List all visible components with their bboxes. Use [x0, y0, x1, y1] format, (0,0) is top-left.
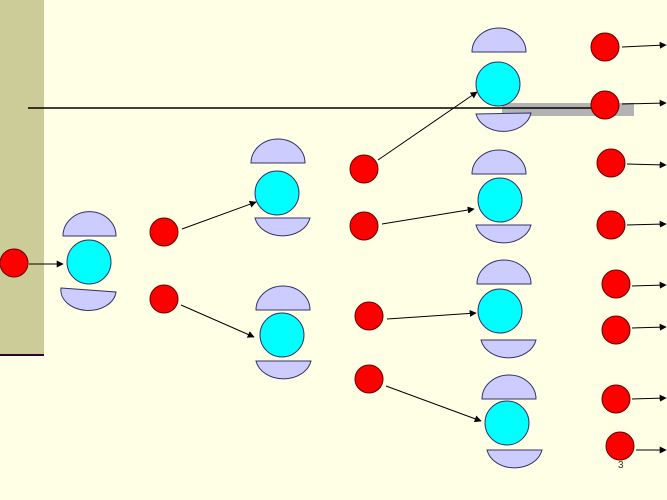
nucleus-icon [477, 288, 523, 334]
nucleus-group [60, 211, 117, 311]
neutron-icon [349, 211, 379, 241]
neutron-path-arrow [631, 394, 667, 402]
nucleus-icon [254, 170, 300, 216]
fission-fragment-icon [475, 224, 532, 244]
neutron-icon [601, 269, 631, 299]
neutron-icon [596, 148, 626, 178]
neutron-icon [590, 32, 620, 62]
nucleus-icon [475, 61, 521, 107]
fission-fragment-icon [480, 339, 537, 359]
fission-fragment-icon [481, 374, 537, 400]
neutron-path-arrow [386, 309, 477, 320]
neutron-path-arrow [181, 200, 257, 230]
nucleus-group [255, 285, 312, 380]
fission-fragment-icon [486, 449, 543, 469]
neutron-path-arrow [626, 161, 667, 169]
neutron-icon [601, 315, 631, 345]
neutron-path-arrow [631, 323, 667, 331]
side-bar [0, 0, 44, 355]
neutron-column [590, 32, 667, 461]
neutron-icon [0, 248, 29, 278]
fission-fragment-icon [471, 149, 527, 175]
fission-fragment-icon [471, 27, 527, 53]
neutron-path-arrow [621, 99, 667, 107]
nucleus-icon [484, 400, 530, 446]
fission-fragment-icon [60, 287, 117, 311]
neutron-path-arrow [385, 385, 482, 423]
neutron-icon [349, 154, 379, 184]
nucleus-group [481, 374, 543, 469]
fission-fragment-icon [62, 211, 117, 237]
neutron-icon [149, 217, 179, 247]
neutron-icon [605, 431, 635, 461]
neutron-path-arrow [631, 281, 667, 289]
neutron-icon [590, 90, 620, 120]
slide-number: 3 [618, 460, 624, 471]
nucleus-group [476, 259, 537, 359]
neutron-icon [354, 364, 384, 394]
neutron-path-arrow [377, 91, 478, 161]
fission-fragment-icon [250, 138, 306, 164]
nucleus-icon [66, 239, 112, 285]
neutron-icon [354, 301, 384, 331]
neutron-icon [149, 284, 179, 314]
neutron-path-arrow [180, 304, 255, 338]
nucleus-icon [259, 312, 305, 358]
neutron-path-arrow [381, 206, 475, 225]
fission-fragment-icon [475, 112, 532, 132]
fission-fragment-icon [255, 360, 312, 380]
neutron-path-arrow [621, 41, 667, 49]
nucleus-group [471, 149, 532, 244]
neutron-icon [601, 384, 631, 414]
nucleus-icon [477, 177, 523, 223]
fission-fragment-icon [254, 217, 311, 237]
fission-fragment-icon [255, 285, 311, 311]
neutron-path-arrow [626, 220, 667, 228]
nucleus-group [250, 138, 311, 237]
nucleus-group [471, 27, 532, 132]
neutron-icon [596, 210, 626, 240]
fission-fragment-icon [476, 259, 532, 285]
